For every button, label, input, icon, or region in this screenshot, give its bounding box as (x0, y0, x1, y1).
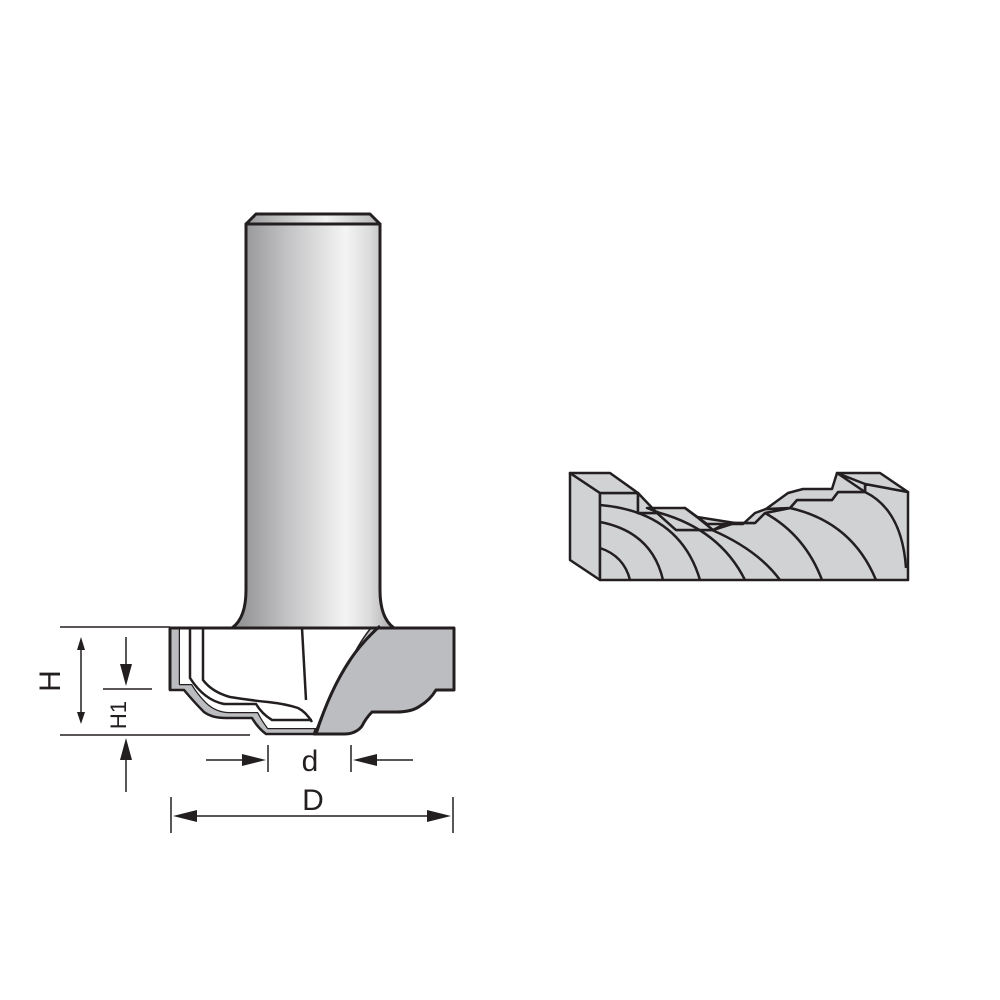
label-d-small: d (302, 745, 319, 778)
wood-profile-sample (568, 471, 910, 582)
label-h: H (34, 670, 67, 692)
h-dimension-arrow (77, 637, 85, 724)
wood-grain-lines (599, 490, 908, 581)
d-outer-dimension-arrow (170, 797, 454, 833)
shank (230, 212, 396, 630)
cutter-head (168, 624, 456, 736)
label-d-large: D (302, 784, 324, 817)
d-dimension-arrows (206, 745, 413, 772)
dimension-lines (60, 626, 454, 833)
label-h1: H1 (106, 701, 131, 729)
h1-dimension-arrows (120, 637, 132, 792)
